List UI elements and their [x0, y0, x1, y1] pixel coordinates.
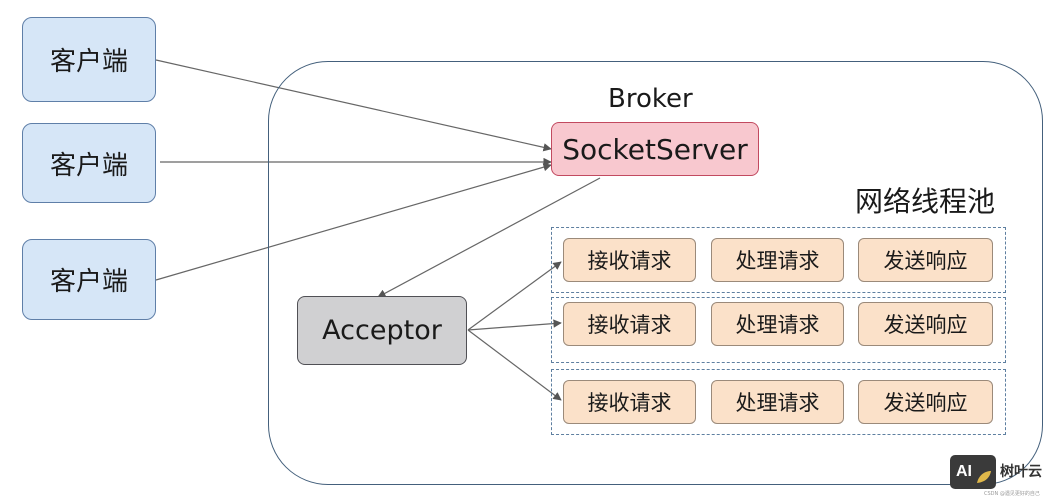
- client-node: 客户端: [22, 239, 156, 320]
- broker-title: Broker: [608, 84, 693, 114]
- arrow-acceptor-row3: [467, 329, 562, 401]
- thread-row: [551, 369, 1006, 435]
- arrow-client3-socket: [155, 163, 552, 281]
- task-process-request: 处理请求: [711, 380, 844, 424]
- client-node: 客户端: [22, 123, 156, 203]
- task-receive-request: 接收请求: [563, 302, 696, 346]
- acceptor-node: Acceptor: [297, 296, 467, 365]
- arrow-socket-acceptor: [377, 177, 601, 298]
- arrow-client1-socket: [155, 59, 552, 152]
- watermark-brand: 树叶云: [1000, 464, 1042, 480]
- watermark-caption: CSDN @遇见更好的自己: [984, 491, 1040, 497]
- task-receive-request: 接收请求: [563, 238, 696, 282]
- watermark-logo-text: AI: [956, 463, 972, 480]
- leaf-icon: [977, 471, 991, 483]
- task-process-request: 处理请求: [711, 238, 844, 282]
- thread-pool-title: 网络线程池: [855, 185, 996, 218]
- client-node: 客户端: [22, 17, 156, 102]
- task-receive-request: 接收请求: [563, 380, 696, 424]
- broker-container: [268, 61, 1043, 485]
- socket-server-node: SocketServer: [551, 122, 759, 176]
- watermark-logo-icon: AI: [950, 455, 996, 489]
- thread-row: [551, 297, 1006, 363]
- arrow-acceptor-row1: [467, 261, 562, 331]
- watermark: AI 树叶云 CSDN @遇见更好的自己: [950, 453, 1050, 497]
- task-send-response: 发送响应: [858, 380, 993, 424]
- task-send-response: 发送响应: [858, 302, 993, 346]
- task-process-request: 处理请求: [711, 302, 844, 346]
- task-send-response: 发送响应: [858, 238, 993, 282]
- thread-row: [551, 227, 1006, 293]
- arrow-acceptor-row2: [467, 319, 562, 331]
